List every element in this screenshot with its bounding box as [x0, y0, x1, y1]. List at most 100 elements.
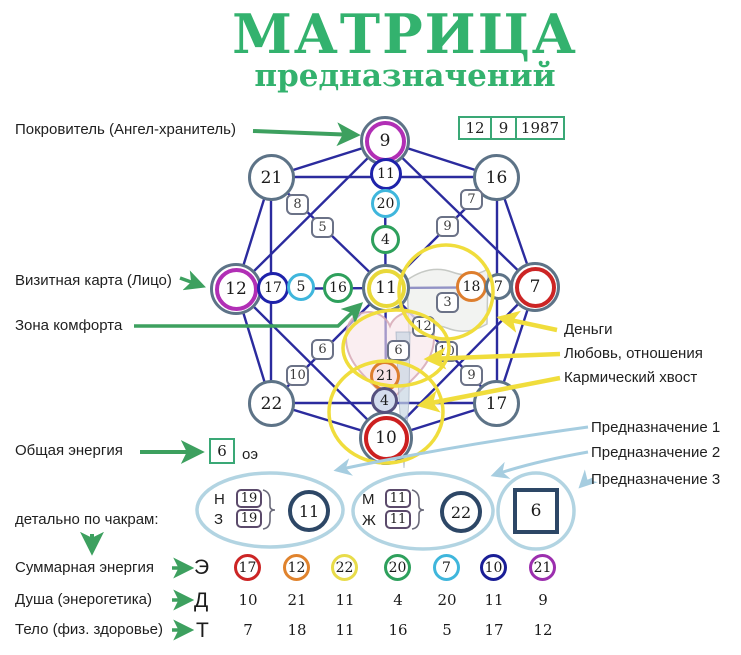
energy-6-value: 10 — [484, 559, 503, 576]
label-patron: Покровитель (Ангел-хранитель) — [15, 121, 236, 138]
body-value-6: 17 — [484, 621, 504, 639]
label-money: Деньги — [564, 321, 613, 338]
inner-right-2-value: 7 — [494, 278, 503, 295]
inner-top-3: 4 — [371, 225, 400, 254]
square-money-top: 3 — [436, 292, 459, 313]
label-chakra-detail: детально по чакрам: — [15, 511, 159, 528]
inner-top-1-value: 11 — [377, 166, 395, 182]
birth-day: 12 — [458, 116, 492, 140]
soul-value-1: 10 — [238, 591, 258, 609]
label-face-card: Визитная карта (Лицо) — [15, 272, 172, 289]
square-money-mid: 12 — [412, 316, 435, 337]
purpose-1-total-value: 11 — [298, 501, 320, 521]
birth-year: 1987 — [515, 116, 565, 140]
center-node-value: 11 — [375, 278, 397, 298]
purpose-1-total: 11 — [288, 490, 330, 532]
vertex-top-right-value: 16 — [485, 167, 508, 188]
row-letter-soul: Д — [194, 589, 209, 612]
body-value-3: 11 — [335, 621, 355, 639]
label-total-energy: Общая энергия — [15, 442, 123, 459]
center-node: 11 — [362, 264, 410, 312]
label-comfort-zone: Зона комфорта — [15, 317, 123, 334]
purpose-3-total: 6 — [513, 488, 559, 534]
soul-value-4: 4 — [393, 591, 403, 609]
row-letter-energy: Э — [194, 556, 210, 579]
square-ur-outer: 7 — [460, 189, 483, 210]
energy-circle-2: 12 — [283, 554, 310, 581]
inner-top-3-value: 4 — [381, 231, 390, 248]
square-ll-outer: 10 — [286, 365, 309, 386]
face-card-arrow — [179, 270, 206, 291]
soul-value-6: 11 — [484, 591, 504, 609]
sky-value-bottom: 19 — [236, 509, 262, 528]
label-purpose-3: Предназначение 3 — [591, 471, 721, 488]
purpose-2-total: 22 — [440, 491, 482, 533]
body-value-7: 12 — [533, 621, 553, 639]
earth-label-bottom: Ж — [362, 512, 376, 529]
body-value-2: 18 — [287, 621, 307, 639]
square-ll-inner: 6 — [311, 339, 334, 360]
inner-left-2: 5 — [287, 273, 315, 301]
inner-bottom-1-value: 21 — [376, 368, 394, 384]
square-ur-inner: 9 — [436, 216, 459, 237]
inner-bottom-2: 4 — [371, 387, 398, 414]
inner-top-2-value: 20 — [376, 195, 395, 212]
energy-circle-3: 22 — [331, 554, 358, 581]
label-love: Любовь, отношения — [564, 345, 703, 362]
inner-left-3: 16 — [323, 273, 353, 303]
energy-circle-6: 10 — [480, 554, 507, 581]
vertex-bottom-value: 10 — [375, 428, 397, 448]
vertex-top-value: 9 — [379, 131, 391, 151]
energy-circle-7: 21 — [529, 554, 556, 581]
energy-circle-4: 20 — [384, 554, 411, 581]
inner-left-3-value: 16 — [329, 280, 347, 296]
energy-1-value: 17 — [238, 559, 257, 576]
body-value-5: 5 — [442, 621, 452, 639]
page-title: МАТРИЦА — [232, 2, 578, 66]
label-purpose-1: Предназначение 1 — [591, 419, 721, 436]
label-purpose-2: Предназначение 2 — [591, 444, 721, 461]
vertex-bottom: 10 — [359, 411, 413, 465]
energy-7-value: 21 — [533, 559, 552, 576]
inner-left-1: 17 — [257, 272, 289, 304]
vertex-right: 7 — [510, 262, 560, 312]
energy-5-value: 7 — [442, 559, 451, 576]
vertex-bottom-right: 17 — [473, 380, 520, 427]
patron-arrow — [252, 122, 361, 147]
soul-value-7: 9 — [538, 591, 548, 609]
green-arrows — [80, 122, 364, 641]
earth-value-top: 11 — [385, 489, 411, 508]
purpose-2-total-value: 22 — [450, 502, 472, 522]
birth-date-box: 12 9 1987 — [458, 116, 565, 140]
vertex-bottom-right-value: 17 — [485, 393, 508, 414]
inner-right-2: 7 — [485, 273, 512, 300]
square-lr-mid: 10 — [435, 341, 458, 362]
money-arrow — [496, 310, 558, 333]
label-sum-energy: Суммарная энергия — [15, 559, 154, 576]
square-center-low: 6 — [387, 340, 410, 361]
sky-value-top: 19 — [236, 489, 262, 508]
label-karmic-tail: Кармический хвост — [564, 369, 698, 386]
sky-label-bottom: З — [214, 511, 224, 528]
row-letter-body: Т — [196, 619, 209, 642]
energy-circle-5: 7 — [433, 554, 460, 581]
body-value-4: 16 — [388, 621, 408, 639]
inner-top-2: 20 — [371, 189, 400, 218]
square-ul-inner: 5 — [311, 217, 334, 238]
inner-right-1-value: 18 — [462, 278, 481, 295]
energy-circle-1: 17 — [234, 554, 261, 581]
soul-value-5: 20 — [437, 591, 457, 609]
vertex-left: 12 — [210, 263, 262, 315]
total-energy-box: 6 — [209, 438, 235, 464]
page-subtitle: предназначений — [254, 58, 556, 94]
square-lr-outer: 9 — [460, 365, 483, 386]
square-ul-outer: 8 — [286, 194, 309, 215]
inner-top-1: 11 — [370, 158, 402, 190]
inner-left-1-value: 17 — [264, 280, 282, 296]
energy-3-value: 22 — [335, 559, 354, 576]
total-energy-abbr: оэ — [242, 446, 258, 463]
soul-value-3: 11 — [335, 591, 355, 609]
purpose-2-arrow — [490, 450, 589, 479]
vertex-bottom-left-value: 22 — [260, 393, 283, 414]
